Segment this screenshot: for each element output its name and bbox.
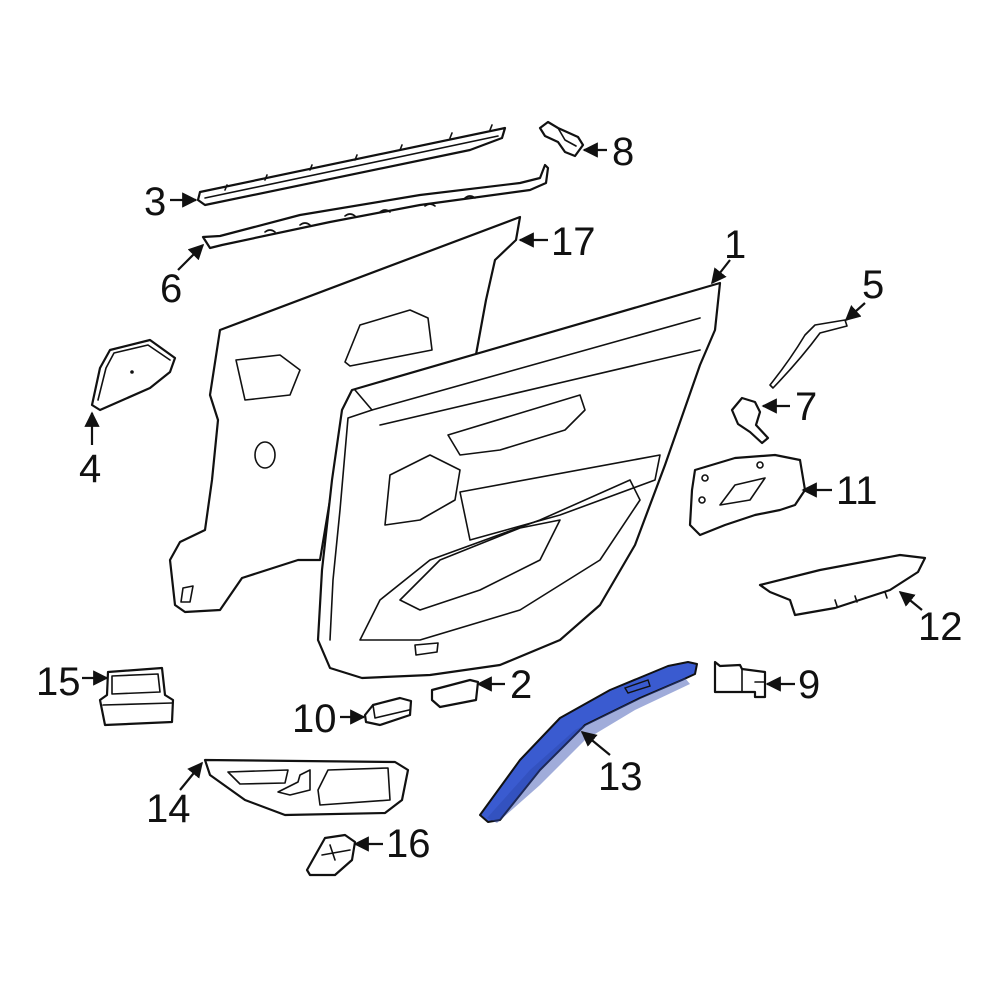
part-1-door-trim-panel[interactable] <box>316 281 722 680</box>
callout-4: 4 <box>79 447 101 491</box>
part-6-seal-strip[interactable] <box>201 163 550 250</box>
callout-9: 9 <box>798 663 820 707</box>
part-7-sensor[interactable] <box>730 396 770 445</box>
callout-15: 15 <box>36 660 81 704</box>
callout-1: 1 <box>724 223 746 267</box>
part-15-switch-module[interactable] <box>98 666 175 727</box>
leader-lines <box>82 142 923 852</box>
callout-labels: 3 6 8 17 1 4 5 7 11 12 2 9 10 15 13 14 1… <box>36 130 963 866</box>
callout-17: 17 <box>551 220 596 264</box>
part-10-button[interactable] <box>363 696 413 727</box>
callout-3: 3 <box>144 180 166 224</box>
part-5-cable[interactable] <box>769 319 848 389</box>
part-14-switch-bezel[interactable] <box>203 758 410 817</box>
callout-7: 7 <box>795 385 817 429</box>
part-4-speaker-grille[interactable] <box>90 338 177 412</box>
callout-16: 16 <box>386 822 431 866</box>
part-8-clip[interactable] <box>538 120 585 158</box>
part-3-trim-strip[interactable] <box>196 124 507 207</box>
part-12-armrest-cover[interactable] <box>758 553 927 617</box>
callout-6: 6 <box>160 267 182 311</box>
callout-2: 2 <box>510 663 532 707</box>
part-13-trim-molding-highlighted[interactable] <box>479 661 698 823</box>
callout-14: 14 <box>146 787 191 831</box>
callout-11: 11 <box>836 469 878 513</box>
callout-8: 8 <box>612 130 634 174</box>
callout-10: 10 <box>292 697 337 741</box>
callout-12: 12 <box>918 605 963 649</box>
part-2-cover[interactable] <box>430 678 480 709</box>
part-16-switch[interactable] <box>305 833 357 877</box>
part-9-switch-bracket[interactable] <box>713 660 767 699</box>
part-11-handle-bracket[interactable] <box>688 453 807 537</box>
callout-13: 13 <box>598 755 643 799</box>
callout-5: 5 <box>862 263 884 307</box>
